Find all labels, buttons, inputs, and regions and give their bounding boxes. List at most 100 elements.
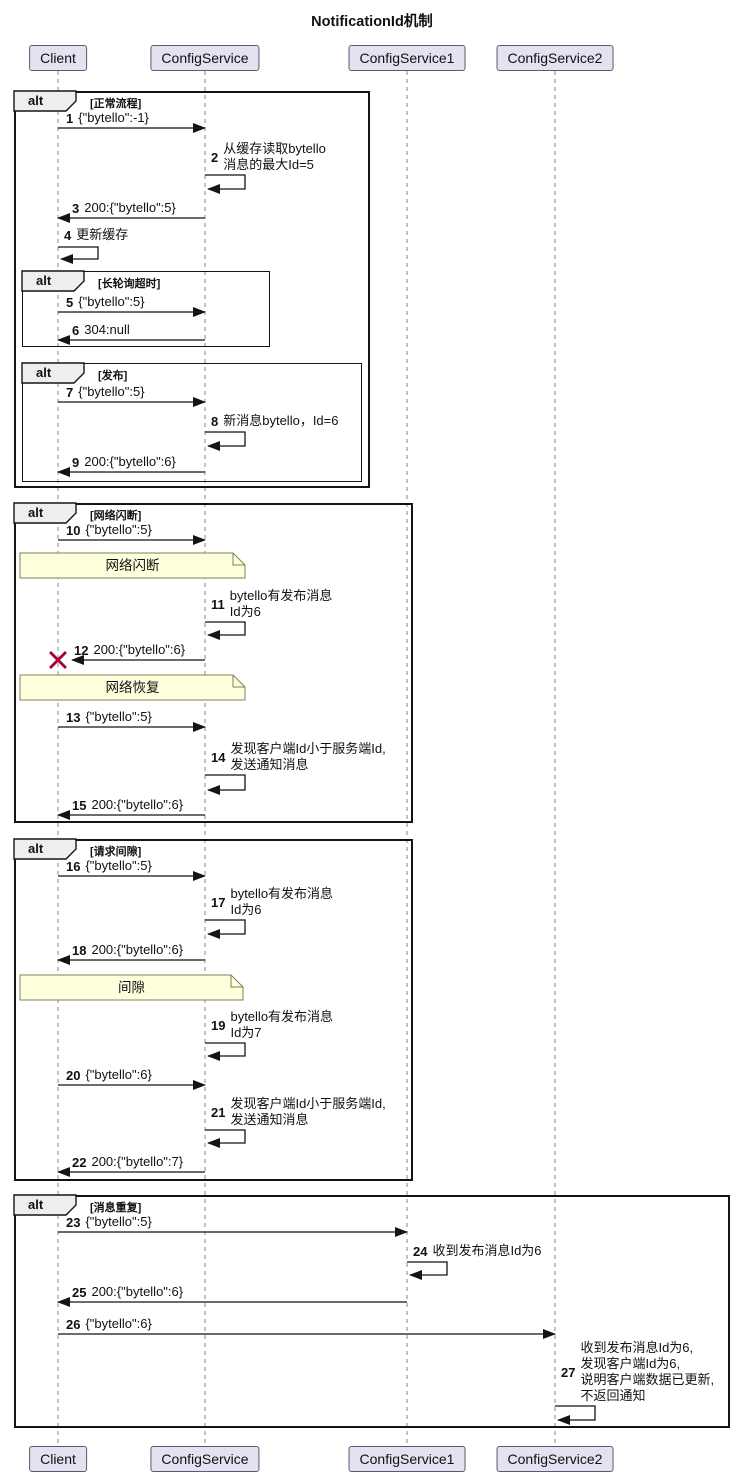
message-label-7: 7 {"bytello":5}: [66, 384, 145, 400]
message-label-10: 10{"bytello":5}: [66, 522, 152, 538]
note-network-recover: 网络恢复: [105, 680, 160, 695]
message-text: 新消息bytello，Id=6: [223, 413, 339, 428]
message-text: 从缓存读取bytello 消息的最大Id=5: [223, 141, 326, 172]
message-seq: 22: [72, 1154, 87, 1170]
message-seq: 17: [211, 894, 226, 910]
message-seq: 21: [211, 1104, 226, 1120]
message-text: {"bytello":5}: [78, 294, 145, 309]
participant-configservice-bottom: ConfigService: [150, 1446, 260, 1472]
message-label-23: 23 {"bytello":5}: [66, 1214, 152, 1230]
participant-configservice2-top: ConfigService2: [496, 45, 614, 71]
note-shapes: [19, 552, 246, 1001]
alt-operator: alt: [28, 93, 44, 108]
self-message-loops: [58, 174, 596, 1425]
message-seq: 7: [66, 384, 74, 400]
message-label-6: 6 304:null: [72, 322, 130, 338]
message-text: {"bytello":6}: [85, 1316, 152, 1331]
message-seq: 16: [66, 858, 81, 874]
message-label-5: 5 {"bytello":5}: [66, 294, 145, 310]
message-seq: 4: [64, 227, 72, 243]
alt-condition: [网络闪断]: [90, 510, 142, 522]
message-text: 200:{"bytello":6}: [93, 642, 186, 657]
message-seq: 19: [211, 1017, 226, 1033]
message-seq: 18: [72, 942, 87, 958]
alt-frame-longpoll-timeout: [22, 271, 270, 347]
message-text: 200:{"bytello":6}: [91, 797, 184, 812]
message-label-18: 18 200:{"bytello":6}: [72, 942, 183, 958]
message-text: bytello有发布消息 Id为6: [229, 588, 333, 619]
message-seq: 20: [66, 1067, 81, 1083]
alt-pentagons: [13, 90, 85, 1216]
alt-condition: [正常流程]: [90, 98, 142, 110]
alt-condition: [发布]: [98, 370, 128, 382]
message-text: 200:{"bytello":6}: [91, 942, 184, 957]
message-seq: 3: [72, 200, 80, 216]
message-text: {"bytello":5}: [85, 858, 152, 873]
message-label-16: 16 {"bytello":5}: [66, 858, 152, 874]
message-seq: 2: [211, 149, 219, 165]
message-label-26: 26 {"bytello":6}: [66, 1316, 152, 1332]
message-text: 发现客户端Id小于服务端Id, 发送通知消息: [230, 741, 386, 772]
message-text: 200:{"bytello":7}: [91, 1154, 184, 1169]
message-text: 304:null: [84, 322, 130, 337]
message-label-20: 20{"bytello":6}: [66, 1067, 152, 1083]
alt-frame-network-flash: [14, 503, 413, 823]
message-label-15: 15 200:{"bytello":6}: [72, 797, 183, 813]
participant-configservice-top: ConfigService: [150, 45, 260, 71]
message-text: bytello有发布消息 Id为7: [230, 1009, 334, 1040]
alt-condition: [请求间隙]: [90, 846, 142, 858]
message-seq: 27: [561, 1364, 576, 1380]
message-label-25: 25 200:{"bytello":6}: [72, 1284, 183, 1300]
message-seq: 15: [72, 797, 87, 813]
message-text: 200:{"bytello":6}: [91, 1284, 184, 1299]
message-arrows: [57, 123, 556, 1339]
alt-frame-publish: [22, 363, 362, 482]
message-label-1: 1{"bytello":-1}: [66, 110, 149, 126]
message-label-13: 13{"bytello":5}: [66, 709, 152, 725]
message-seq: 1: [66, 110, 74, 126]
message-text: 收到发布消息Id为6: [432, 1243, 542, 1258]
message-label-22: 22 200:{"bytello":7}: [72, 1154, 183, 1170]
alt-operator: alt: [36, 365, 52, 380]
participant-configservice2-bottom: ConfigService2: [496, 1446, 614, 1472]
alt-operator: alt: [36, 273, 52, 288]
alt-frame-dup-message: [14, 1195, 730, 1428]
message-text: {"bytello":5}: [85, 709, 152, 724]
message-seq: 11: [211, 596, 225, 612]
message-seq: 24: [413, 1243, 428, 1259]
message-seq: 9: [72, 454, 80, 470]
alt-condition: [消息重复]: [90, 1202, 142, 1214]
message-label-4: 4 更新缓存: [64, 227, 128, 243]
alt-condition: [长轮询超时]: [98, 278, 161, 290]
message-text: 200:{"bytello":6}: [84, 454, 176, 469]
alt-frame-normal-flow: [14, 91, 370, 488]
message-text: 更新缓存: [76, 227, 129, 242]
participant-client-top: Client: [29, 45, 87, 71]
alt-operator: alt: [28, 841, 44, 856]
participant-configservice1-bottom: ConfigService1: [348, 1446, 466, 1472]
message-text: {"bytello":5}: [85, 1214, 152, 1229]
alt-operator: alt: [28, 1197, 44, 1212]
message-text: {"bytello":5}: [78, 384, 145, 399]
participant-client-bottom: Client: [29, 1446, 87, 1472]
message-label-24: 24 收到发布消息Id为6: [413, 1243, 542, 1259]
message-text: {"bytello":5}: [85, 522, 152, 537]
message-seq: 26: [66, 1316, 81, 1332]
diagram-title: NotificationId机制: [311, 14, 433, 30]
message-seq: 6: [72, 322, 80, 338]
message-seq: 23: [66, 1214, 81, 1230]
message-seq: 12: [74, 642, 89, 658]
message-seq: 25: [72, 1284, 87, 1300]
alt-frame-request-gap: [14, 839, 413, 1181]
message-seq: 5: [66, 294, 74, 310]
